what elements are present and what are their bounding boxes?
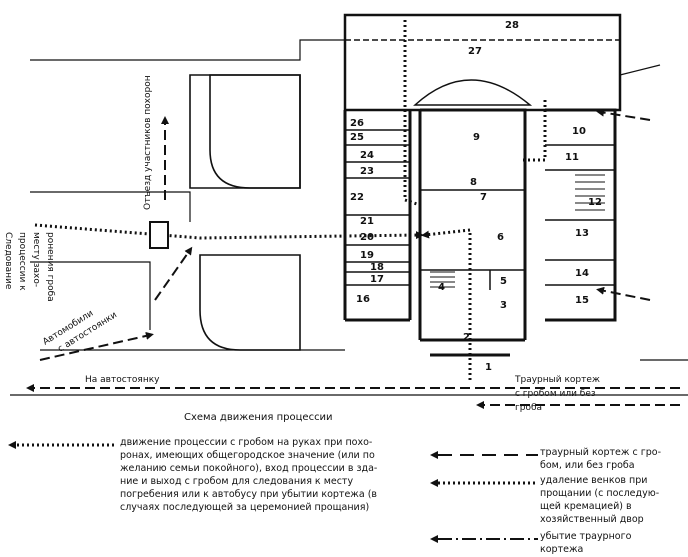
roads bbox=[10, 39, 688, 396]
legend-dash-arrow-icon bbox=[430, 451, 538, 459]
room-number-28: 28 bbox=[505, 20, 519, 31]
room-number-5: 5 bbox=[500, 276, 507, 287]
floor-plan: 1 2 3 4 5 6 7 8 9 10 11 12 13 14 15 16 1… bbox=[3, 13, 688, 413]
room-number-26: 26 bbox=[350, 118, 364, 129]
room-number-12: 12 bbox=[588, 197, 602, 208]
room-number-9: 9 bbox=[473, 132, 480, 143]
room-number-14: 14 bbox=[575, 268, 589, 279]
room-number-11: 11 bbox=[565, 152, 579, 163]
room-number-8: 8 bbox=[470, 177, 477, 188]
room-number-10: 10 bbox=[572, 126, 586, 137]
site-blocks bbox=[189, 74, 301, 351]
room-number-24: 24 bbox=[360, 150, 374, 161]
room-number-2: 2 bbox=[463, 332, 470, 343]
room-number-7: 7 bbox=[480, 192, 487, 203]
room-number-13: 13 bbox=[575, 228, 589, 239]
bus-icon bbox=[149, 221, 169, 249]
legend-dotted-arrow-icon bbox=[8, 441, 116, 449]
legend-item-procession: движение процессии с гробом на руках при… bbox=[8, 436, 408, 514]
legend-item-departure: убытие траурного кортежа bbox=[430, 530, 680, 556]
cortege-route-dashed bbox=[26, 108, 680, 409]
room-number-18: 18 bbox=[370, 262, 384, 273]
label-left-1: Следование bbox=[3, 232, 13, 290]
room-number-15: 15 bbox=[575, 295, 589, 306]
room-number-20: 20 bbox=[360, 232, 374, 243]
plan-labels: Следование процессии к месту захо- ронен… bbox=[3, 75, 600, 413]
room-number-27: 27 bbox=[468, 46, 482, 57]
room-number-17: 17 bbox=[370, 274, 384, 285]
room-number-21: 21 bbox=[360, 216, 374, 227]
stairs bbox=[430, 174, 605, 288]
partitions bbox=[345, 39, 620, 290]
block-upper-left bbox=[189, 74, 301, 189]
room-number-1: 1 bbox=[485, 362, 492, 373]
label-cortege-2: с гробом или без bbox=[515, 389, 596, 399]
legend-item-wreaths: удаление венков при прощании (с последую… bbox=[430, 474, 680, 526]
block-upper-right-cut bbox=[209, 74, 301, 189]
label-left-2: процессии к bbox=[17, 232, 27, 291]
legend-item-cortege: траурный кортеж с гро­бом, или без гроба bbox=[430, 446, 680, 472]
room-number-22: 22 bbox=[350, 192, 364, 203]
label-left-3: месту захо- bbox=[31, 232, 41, 287]
room-number-3: 3 bbox=[500, 300, 507, 311]
label-cortege-3: гроба bbox=[515, 403, 542, 413]
legend-dotted-arrow-2-icon bbox=[430, 479, 538, 487]
label-left-4: ронения гроба bbox=[45, 232, 55, 302]
legend-text-procession: движение процессии с гробом на руках при… bbox=[120, 437, 378, 513]
label-to-parking: На автостоянку bbox=[85, 375, 160, 385]
legend-text-cortege: траурный кортеж с гро­бом, или без гроба bbox=[540, 447, 661, 471]
procession-route-dotted bbox=[34, 20, 547, 380]
room-number-6: 6 bbox=[497, 232, 504, 243]
legend-text-departure: убытие траурного кортежа bbox=[540, 531, 632, 555]
dome bbox=[413, 79, 533, 106]
room-numbers: 1 2 3 4 5 6 7 8 9 10 11 12 13 14 15 16 1… bbox=[350, 20, 602, 373]
block-lower-left bbox=[199, 254, 301, 351]
diagram-caption: Схема движения процессии bbox=[184, 412, 333, 423]
label-participants-exit: Отъезд участников похорон bbox=[143, 75, 153, 210]
room-number-23: 23 bbox=[360, 166, 374, 177]
legend-dashdot-arrow-icon bbox=[430, 535, 538, 543]
room-number-16: 16 bbox=[356, 294, 370, 305]
room-number-4: 4 bbox=[438, 282, 445, 293]
label-cortege-1: Траурный кортеж bbox=[514, 375, 600, 385]
room-number-19: 19 bbox=[360, 250, 374, 261]
room-number-25: 25 bbox=[350, 132, 364, 143]
legend-text-wreaths: удаление венков при прощании (с последую… bbox=[540, 475, 660, 525]
